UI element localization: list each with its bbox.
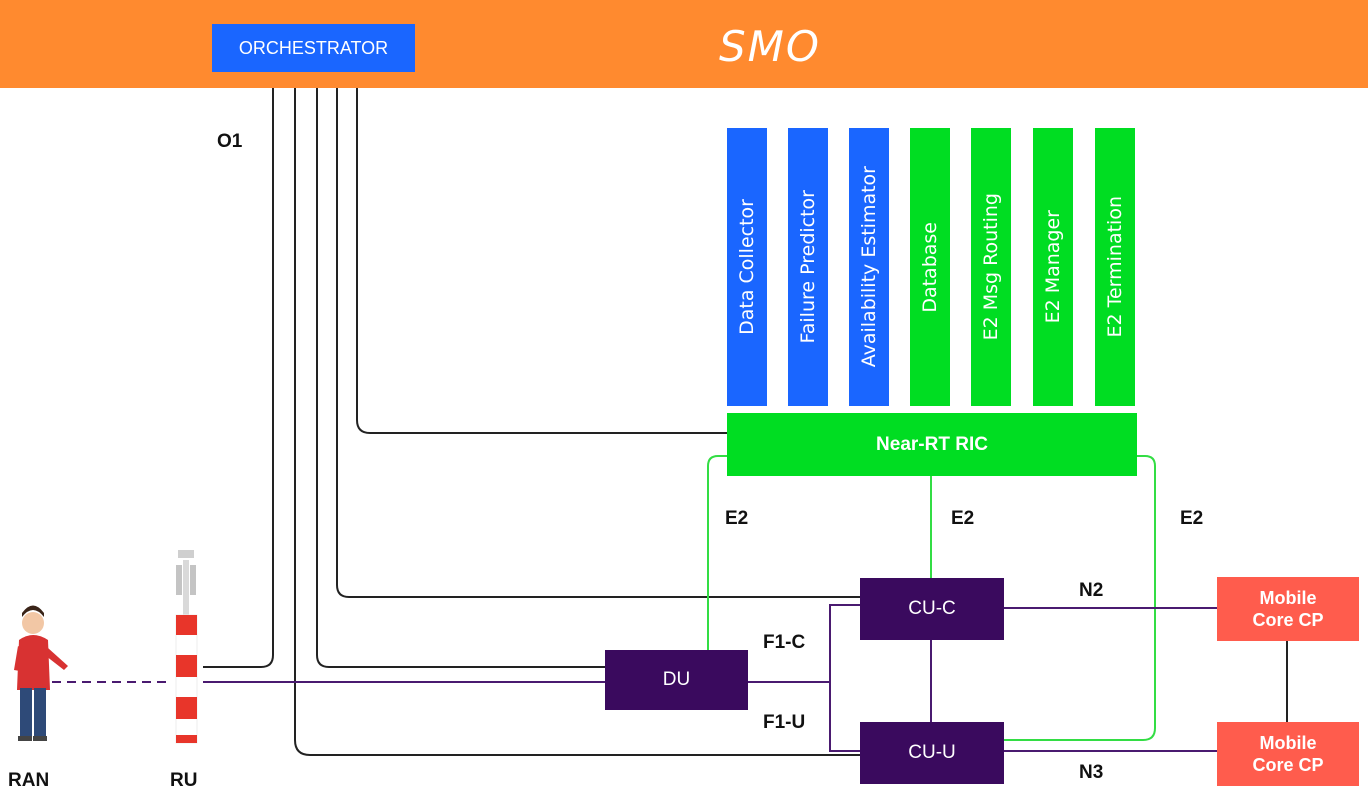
e2-line-cuu [1004, 455, 1156, 741]
ran-user-icon [14, 605, 68, 741]
smo-title: SMO [719, 22, 821, 71]
e2-line-du [707, 455, 727, 650]
cu-u-box[interactable]: CU-U [860, 722, 1004, 784]
orchestrator-box[interactable]: ORCHESTRATOR [212, 24, 415, 72]
ru-label: RU [170, 770, 198, 791]
app-availability-estimator[interactable]: Availability Estimator [849, 128, 889, 406]
app-e2-termination[interactable]: E2 Termination [1095, 128, 1135, 406]
o1-line-ru [203, 88, 274, 668]
app-e2-msg-routing[interactable]: E2 Msg Routing [971, 128, 1011, 406]
app-database[interactable]: Database [910, 128, 950, 406]
o1-label: O1 [217, 131, 243, 152]
du-box[interactable]: DU [605, 650, 748, 710]
o1-line-du [316, 88, 605, 668]
ru-tower-icon [175, 550, 198, 744]
o1-line-ric [356, 88, 727, 434]
e2-label-center: E2 [951, 508, 975, 529]
f1u-line [829, 682, 860, 752]
n3-label: N3 [1079, 762, 1104, 783]
near-rt-ric-box[interactable]: Near-RT RIC [727, 413, 1137, 476]
app-data-collector[interactable]: Data Collector [727, 128, 767, 406]
f1c-label: F1-C [763, 632, 806, 653]
app-failure-predictor[interactable]: Failure Predictor [788, 128, 828, 406]
e2-label-right: E2 [1180, 508, 1204, 529]
n2-label: N2 [1079, 580, 1104, 601]
o1-line-cuc [336, 88, 860, 598]
e2-label-left: E2 [725, 508, 749, 529]
f1c-line [829, 604, 860, 682]
ran-label: RAN [8, 770, 50, 791]
f1u-label: F1-U [763, 712, 806, 733]
app-e2-manager[interactable]: E2 Manager [1033, 128, 1073, 406]
o1-line-cuu [294, 88, 860, 756]
cu-c-box[interactable]: CU-C [860, 578, 1004, 640]
